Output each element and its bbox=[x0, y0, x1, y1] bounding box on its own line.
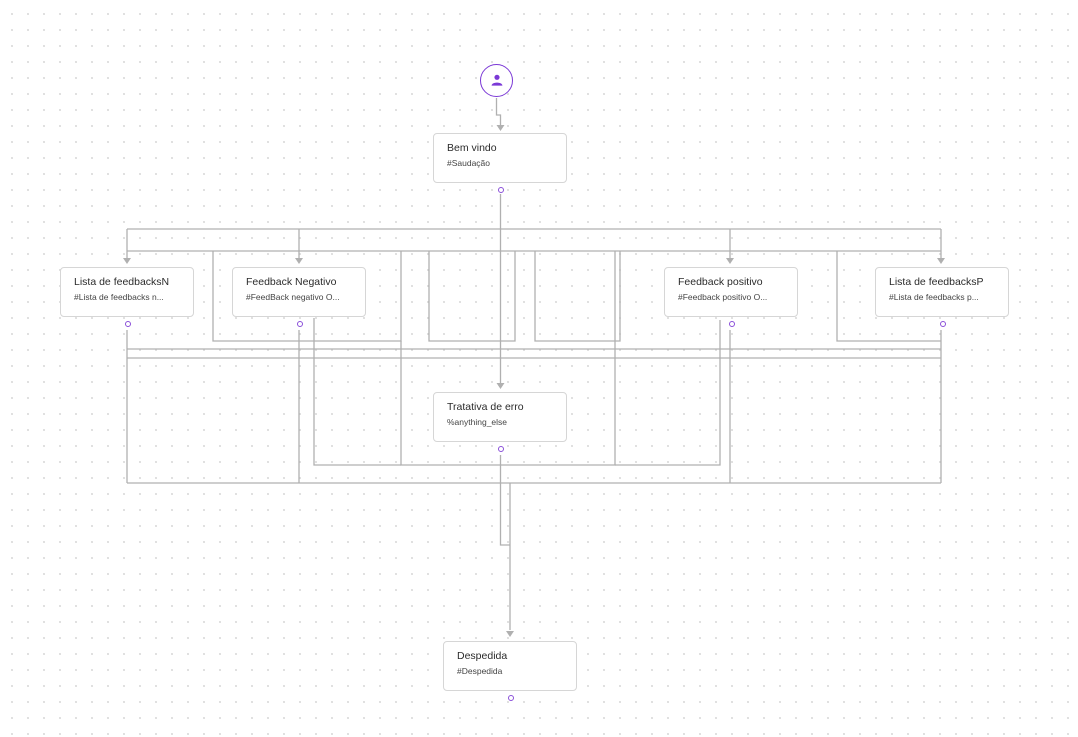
node-subtitle: #Despedida bbox=[457, 666, 503, 676]
output-port[interactable] bbox=[729, 321, 735, 327]
node-title: Tratativa de erro bbox=[447, 401, 524, 413]
node-subtitle: #Lista de feedbacks n... bbox=[74, 292, 164, 302]
node-subtitle: #Feedback positivo O... bbox=[678, 292, 768, 302]
start-node[interactable] bbox=[480, 64, 513, 97]
user-icon bbox=[491, 74, 503, 86]
node-title: Lista de feedbacksP bbox=[889, 276, 984, 288]
node-despedida[interactable]: Despedida #Despedida bbox=[443, 641, 577, 701]
output-port[interactable] bbox=[125, 321, 131, 327]
edge-loop-7 bbox=[615, 320, 721, 466]
node-title: Bem vindo bbox=[447, 142, 497, 154]
node-lista-feedbacks-n[interactable]: Lista de feedbacksN #Lista de feedbacks … bbox=[60, 267, 194, 327]
edge-loop-2 bbox=[428, 251, 516, 342]
node-tratativa-de-erro[interactable]: Tratativa de erro %anything_else bbox=[433, 392, 567, 452]
edge-loop-1 bbox=[212, 251, 402, 342]
output-port[interactable] bbox=[498, 446, 504, 452]
node-title: Lista de feedbacksN bbox=[74, 276, 170, 288]
edge-loop-6 bbox=[313, 318, 401, 466]
arrowheads bbox=[123, 125, 945, 637]
output-port[interactable] bbox=[297, 321, 303, 327]
output-port[interactable] bbox=[940, 321, 946, 327]
node-title: Feedback Negativo bbox=[246, 276, 337, 288]
node-subtitle: #FeedBack negativo O... bbox=[246, 292, 340, 302]
node-feedback-negativo[interactable]: Feedback Negativo #FeedBack negativo O..… bbox=[232, 267, 366, 327]
node-subtitle: #Saudação bbox=[447, 158, 491, 168]
output-port[interactable] bbox=[508, 695, 514, 701]
edge-tratativa-despedida bbox=[499, 455, 510, 546]
node-title: Despedida bbox=[457, 650, 508, 662]
node-lista-feedbacks-p[interactable]: Lista de feedbacksP #Lista de feedbacks … bbox=[875, 267, 1009, 327]
node-bem-vindo[interactable]: Bem vindo #Saudação bbox=[433, 133, 567, 193]
node-subtitle: %anything_else bbox=[447, 417, 508, 427]
edge-start-bemvindo bbox=[495, 98, 502, 126]
node-title: Feedback positivo bbox=[678, 276, 763, 288]
node-feedback-positivo[interactable]: Feedback positivo #Feedback positivo O..… bbox=[664, 267, 798, 327]
output-port[interactable] bbox=[498, 187, 504, 193]
edge-loop-3 bbox=[534, 251, 621, 342]
edge-loop-4 bbox=[836, 251, 941, 342]
node-subtitle: #Lista de feedbacks p... bbox=[889, 292, 979, 302]
